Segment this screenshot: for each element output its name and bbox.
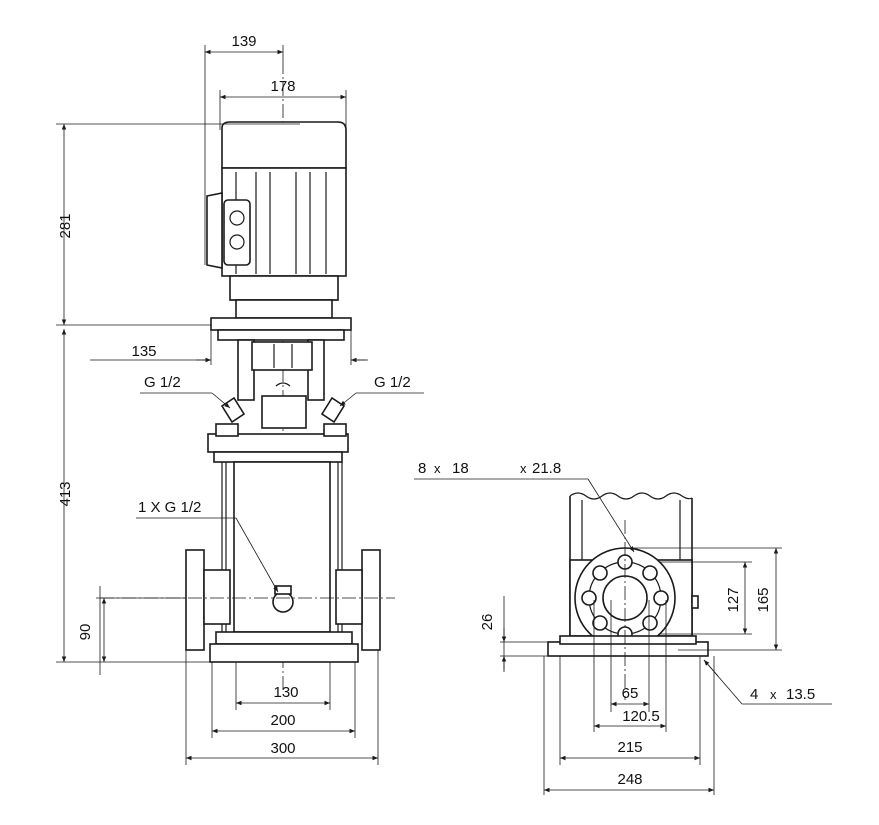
motor [206,121,352,341]
side-body [547,492,709,700]
dim-26: 26 [479,614,496,631]
front-view: 139 178 281 413 135 [56,33,424,765]
dim-65: 65 [622,685,639,702]
dim-281: 281 [57,213,74,238]
label-g-half-right: G 1/2 [374,374,411,391]
holes-times-1: x [434,461,441,476]
holes-diameter-1: 18 [452,460,469,477]
feet-count: 4 [750,686,758,703]
dim-413: 413 [57,481,74,506]
pump-base [100,549,395,663]
dim-248: 248 [617,771,642,788]
label-g-half-left: G 1/2 [144,374,181,391]
side-dimensions: 8 x 18 x 21.8 127 165 26 [414,460,832,795]
side-view: 8 x 18 x 21.8 127 165 26 [414,460,832,795]
dim-139: 139 [231,33,256,50]
feet-diameter: 13.5 [786,686,815,703]
front-dimensions: 139 178 281 413 135 [56,33,424,765]
pump-sleeve [221,461,343,640]
dim-215: 215 [617,739,642,756]
dim-200: 200 [270,712,295,729]
holes-times-2: x [520,461,527,476]
coupling [207,339,349,463]
holes-count: 8 [418,460,426,477]
dim-120-5: 120.5 [622,708,660,725]
dim-130: 130 [273,684,298,701]
dim-165: 165 [755,587,772,612]
dim-90: 90 [77,624,94,641]
dim-178: 178 [270,78,295,95]
label-drain-plug: 1 X G 1/2 [138,499,201,516]
dim-300: 300 [270,740,295,757]
holes-diameter-2: 21.8 [532,460,561,477]
dim-127: 127 [725,587,742,612]
feet-times: x [770,687,777,702]
dim-135: 135 [131,343,156,360]
